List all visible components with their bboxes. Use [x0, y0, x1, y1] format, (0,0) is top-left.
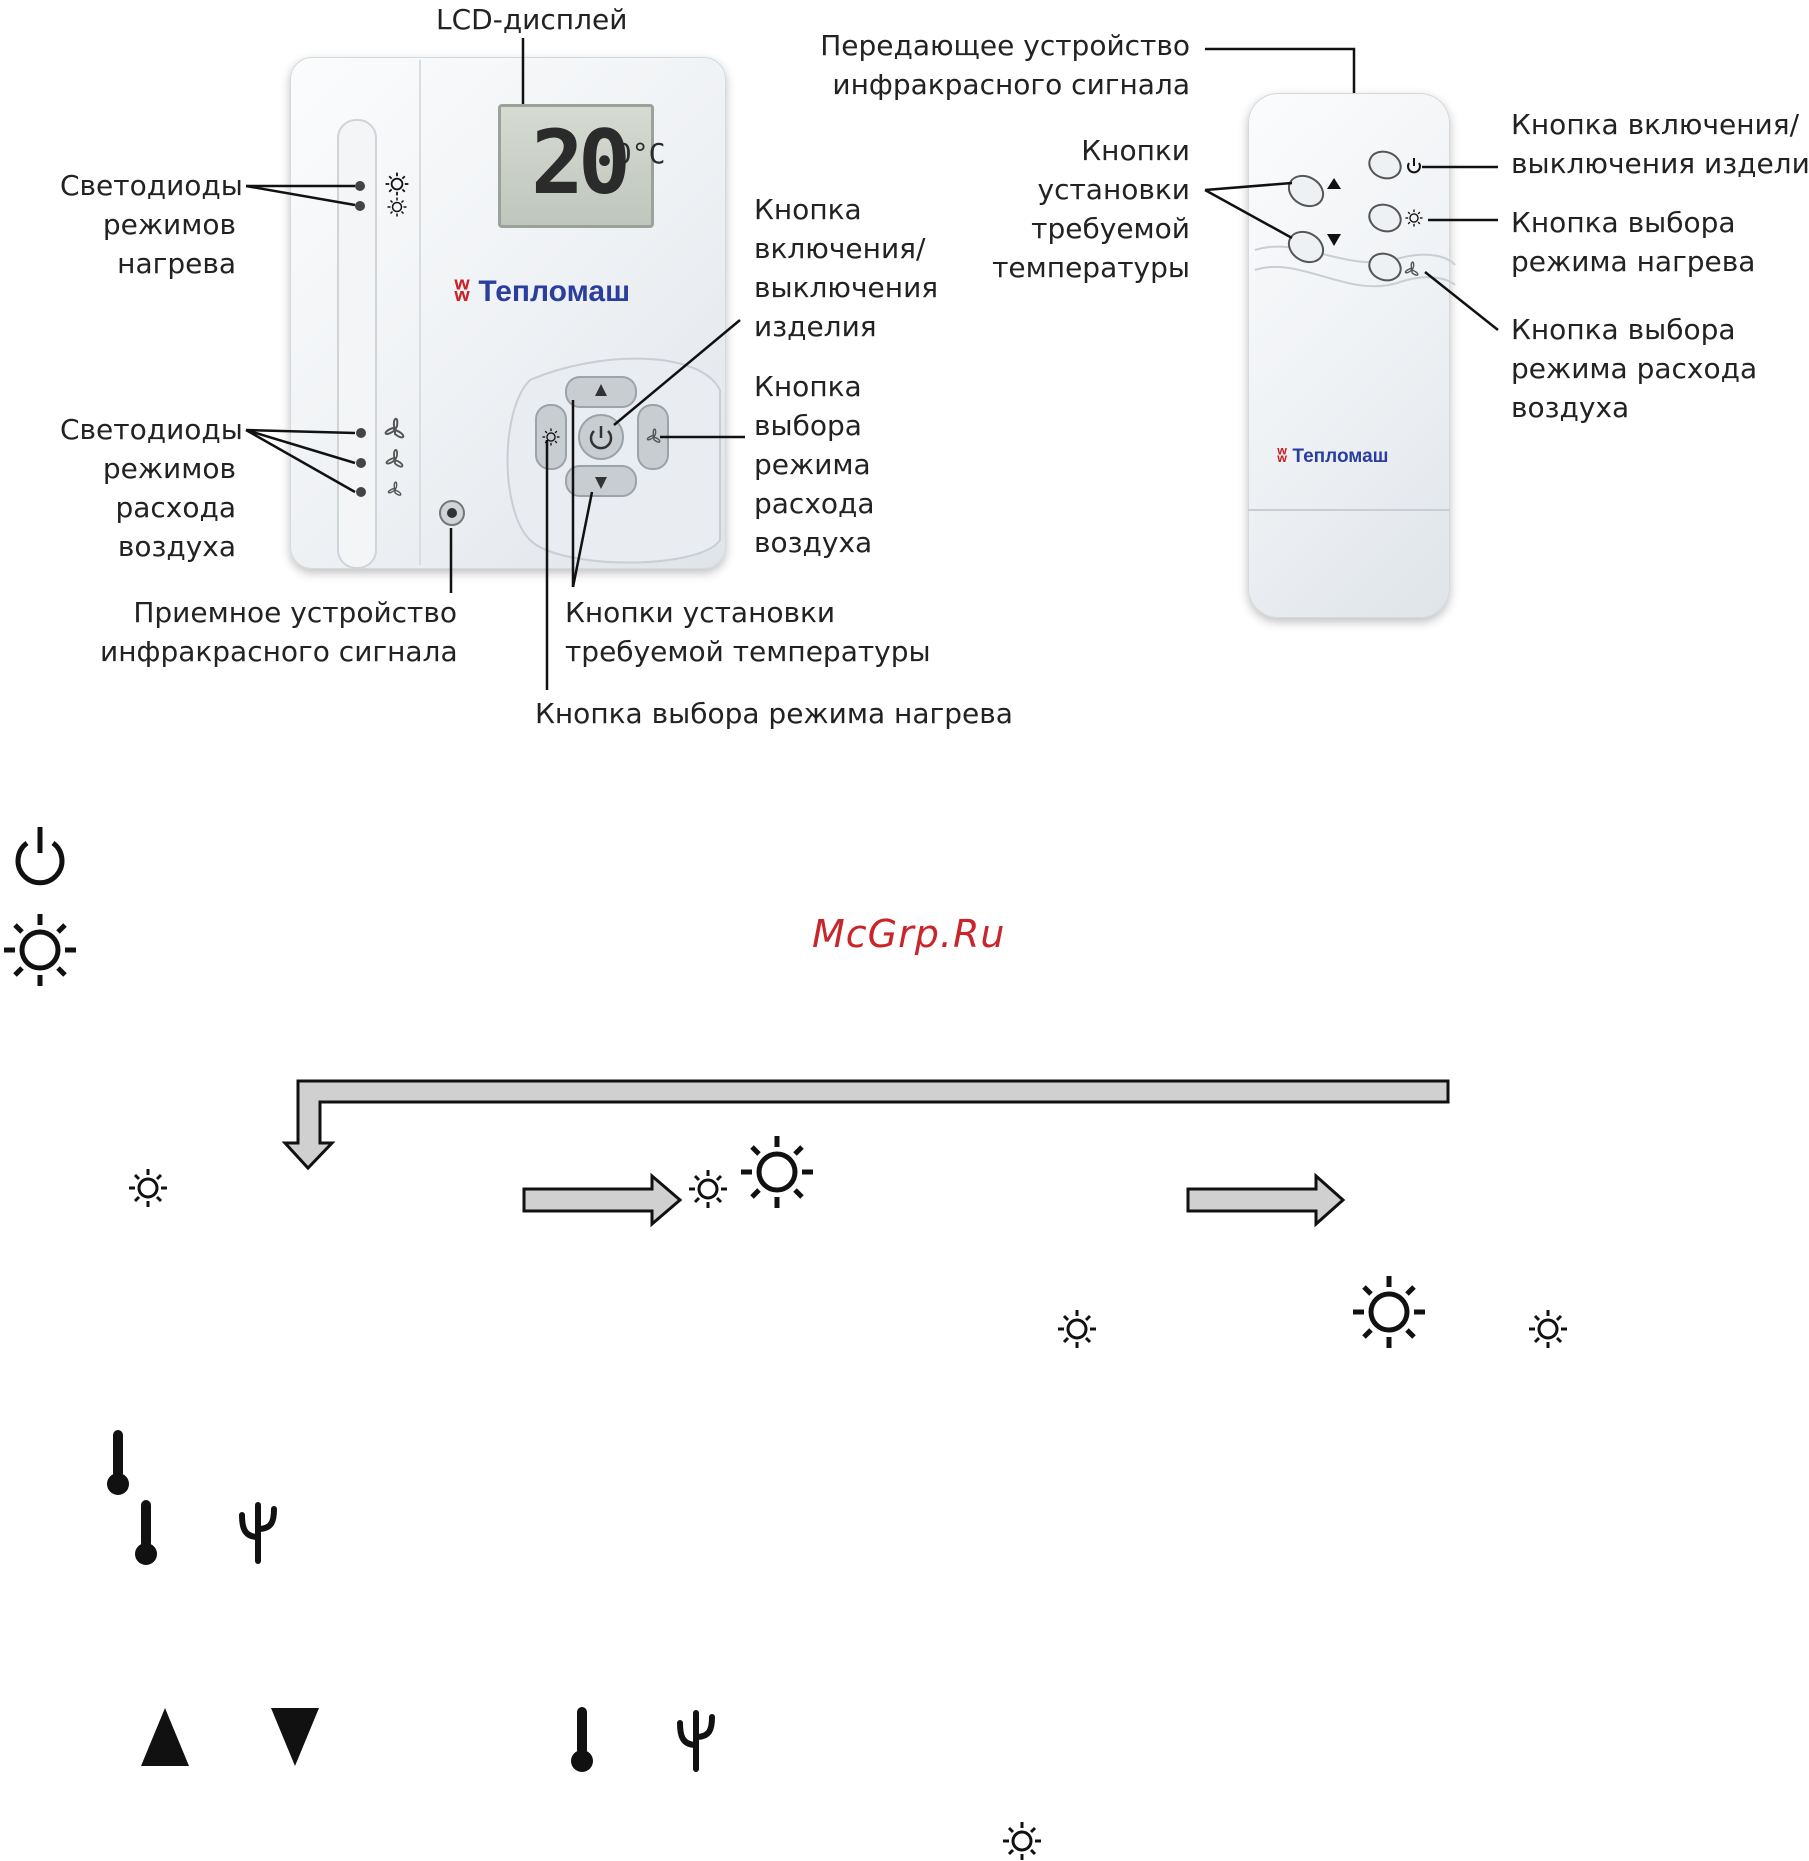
- label-ir-receiver: Приемное устройство инфракрасного сигнал…: [100, 593, 458, 671]
- label-leds-heating: Светодиоды режимов нагрева: [60, 166, 243, 283]
- brand-mark-icon: ʬ: [454, 275, 471, 308]
- led-airflow-fan-icons: [384, 417, 405, 496]
- label-line: режимов: [102, 208, 236, 241]
- label-line: нагрева: [117, 247, 236, 280]
- cactus-icon: [677, 1710, 715, 1772]
- label-line: инфракрасного сигнала: [100, 635, 458, 668]
- label-power-button-remote: Кнопка включения/ выключения изделия: [1511, 105, 1809, 183]
- device-led-strip: [337, 60, 421, 569]
- label-heating-button-remote: Кнопка выбора режима нагрева: [1511, 203, 1755, 281]
- forward-arrow-2: [1186, 1172, 1346, 1228]
- ir-receiver: [439, 500, 465, 526]
- sun-icon: [687, 1168, 729, 1210]
- label-line: установки: [1037, 173, 1190, 206]
- watermark: McGrp.Ru: [812, 912, 1006, 956]
- label-line: Кнопки установки: [565, 596, 836, 629]
- label-line: включения/: [754, 232, 926, 265]
- sun-icon: [741, 1136, 813, 1208]
- remote-brand-logo: ʬ Тепломаш: [1277, 446, 1389, 468]
- label-line: выключения изделия: [1511, 147, 1809, 180]
- label-line: режимов: [102, 452, 236, 485]
- label-line: изделия: [754, 310, 877, 343]
- led-airflow: [356, 428, 366, 497]
- return-arrow: [281, 1079, 1450, 1171]
- label-line: Приемное устройство: [133, 596, 457, 629]
- label-line: выбора: [754, 409, 862, 442]
- label-line: воздуха: [754, 526, 873, 559]
- brand-mark-icon: ʬ: [1277, 446, 1288, 467]
- label-line: выключения: [754, 271, 939, 304]
- sun-icon: [1353, 1276, 1425, 1348]
- label-airflow-button-remote: Кнопка выбора режима расхода воздуха: [1511, 310, 1757, 427]
- sun-icon: [127, 1167, 169, 1209]
- label-line: режима расхода: [1511, 352, 1758, 385]
- remote-callout-lines: [1204, 47, 1499, 331]
- control-pad: [506, 357, 721, 564]
- device-callout-lines: [245, 38, 745, 690]
- lcd-temperature-value: 20: [531, 111, 631, 214]
- label-line: Передающее устройство: [820, 29, 1190, 62]
- label-line: режима: [754, 448, 871, 481]
- label-lcd-display: LCD-дисплей: [436, 3, 628, 36]
- led-heating: [355, 181, 365, 211]
- label-airflow-button-device: Кнопка выбора режима расхода воздуха: [754, 367, 875, 562]
- thermometer-icon: [135, 1500, 157, 1565]
- device-brand-name: Тепломаш: [478, 275, 631, 308]
- remote-buttons: [1254, 150, 1456, 288]
- remote-brand-name: Тепломаш: [1292, 446, 1389, 467]
- label-line: Кнопки: [1081, 134, 1190, 167]
- label-line: Светодиоды: [60, 413, 243, 446]
- led-heating-sun-icons: [384, 171, 410, 218]
- label-temp-buttons-remote: Кнопки установки требуемой температуры: [960, 131, 1190, 287]
- label-line: режима нагрева: [1511, 245, 1756, 278]
- label-line: инфракрасного сигнала: [832, 68, 1190, 101]
- sun-icon: [1001, 1820, 1043, 1861]
- cactus-icon: [239, 1502, 277, 1564]
- label-line: воздуха: [117, 530, 236, 563]
- label-line: расхода: [115, 491, 236, 524]
- label-heating-button-device: Кнопка выбора режима нагрева: [535, 697, 1013, 730]
- label-line: расхода: [754, 487, 875, 520]
- label-line: Кнопка включения/: [1511, 108, 1800, 141]
- thermometer-icon: [107, 1430, 129, 1495]
- label-temp-buttons-device: Кнопки установки требуемой температуры: [565, 593, 931, 671]
- label-power-button-device: Кнопка включения/ выключения изделия: [754, 190, 938, 346]
- label-line: требуемой температуры: [565, 635, 931, 668]
- label-line: температуры: [992, 251, 1190, 284]
- sun-icon: [1527, 1308, 1569, 1350]
- triangle-up-icon: [141, 1708, 189, 1766]
- label-line: Кнопка выбора: [1511, 313, 1736, 346]
- thermometer-icon: [571, 1707, 593, 1772]
- label-line: Кнопка: [754, 193, 862, 226]
- sun-icon: [1056, 1308, 1098, 1350]
- label-line: Светодиоды: [60, 169, 243, 202]
- forward-arrow-1: [522, 1172, 683, 1228]
- device-brand-logo: ʬ Тепломаш: [454, 275, 630, 309]
- label-line: Кнопка выбора: [1511, 206, 1736, 239]
- lcd-temperature-unit: .0°C: [598, 137, 666, 170]
- label-leds-airflow: Светодиоды режимов расхода воздуха: [60, 410, 243, 566]
- label-ir-transmitter: Передающее устройство инфракрасного сигн…: [790, 26, 1190, 104]
- label-line: требуемой: [1031, 212, 1190, 245]
- power-icon: [15, 827, 65, 886]
- lcd-display: 20 .0°C: [498, 104, 665, 228]
- label-line: воздуха: [1511, 391, 1630, 424]
- sun-icon: [4, 914, 76, 986]
- triangle-down-icon: [271, 1708, 319, 1766]
- label-line: Кнопка: [754, 370, 862, 403]
